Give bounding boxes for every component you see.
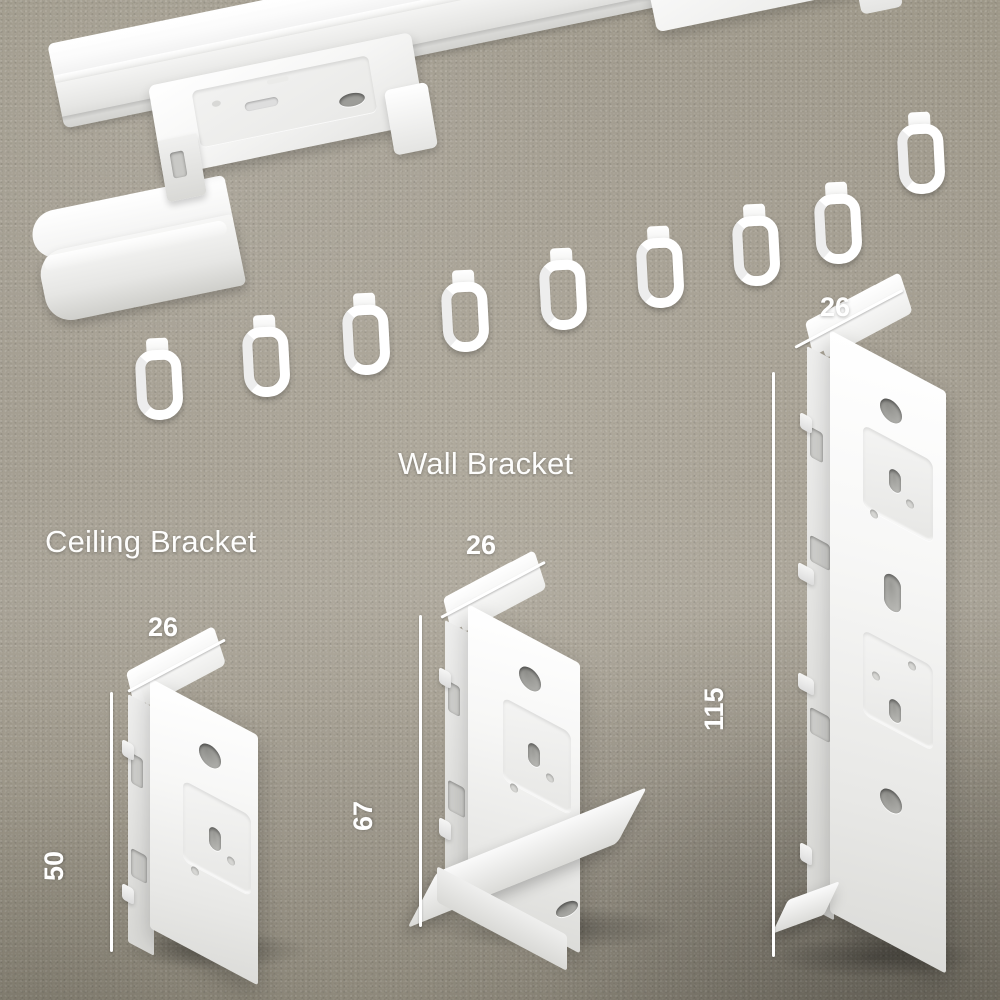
dimension-width-value: 26 [466, 530, 497, 560]
ceiling-bracket-illustration: 26 50 [0, 0, 400, 1000]
bracket-cast-shadow [770, 935, 980, 979]
dimension-line-height [419, 615, 422, 927]
dimension-line-height [110, 692, 113, 952]
dimension-height-value: 115 [699, 687, 729, 731]
dimension-width-value: 26 [148, 612, 179, 642]
wall-bracket-short-illustration: 26 67 [348, 530, 680, 972]
dimension-line-height [772, 372, 775, 957]
dimension-width-value: 26 [820, 292, 851, 322]
ceiling-bracket-label: Ceiling Bracket [45, 524, 257, 559]
wall-bracket-label: Wall Bracket [398, 446, 574, 481]
